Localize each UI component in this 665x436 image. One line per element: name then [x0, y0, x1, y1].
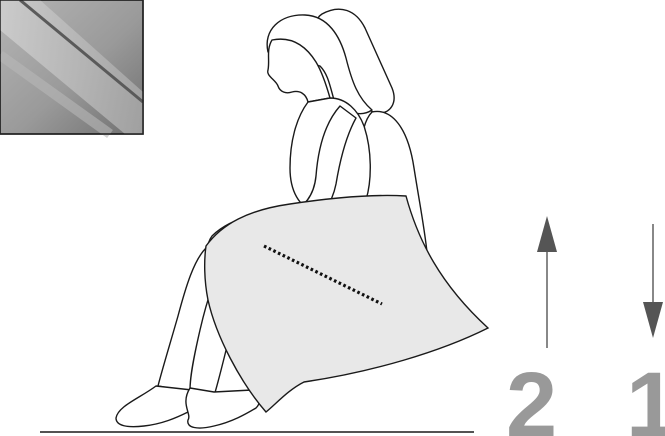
arrow-down-icon — [643, 224, 663, 338]
cushion-panel — [205, 195, 488, 412]
arrow-up-icon — [537, 216, 557, 348]
step-number-2: 2 — [506, 354, 557, 436]
step-number-1: 1 — [626, 354, 665, 436]
inset-photo — [0, 0, 143, 134]
